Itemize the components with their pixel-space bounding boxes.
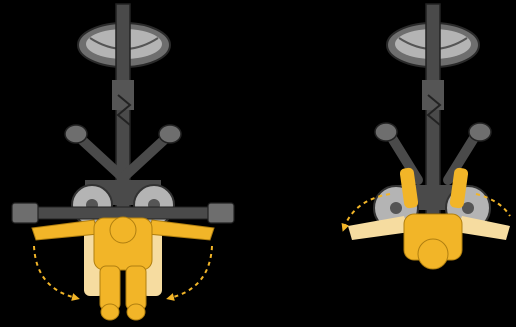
exercise-machine-diagram [0,0,516,327]
diagram-canvas [0,0,516,327]
